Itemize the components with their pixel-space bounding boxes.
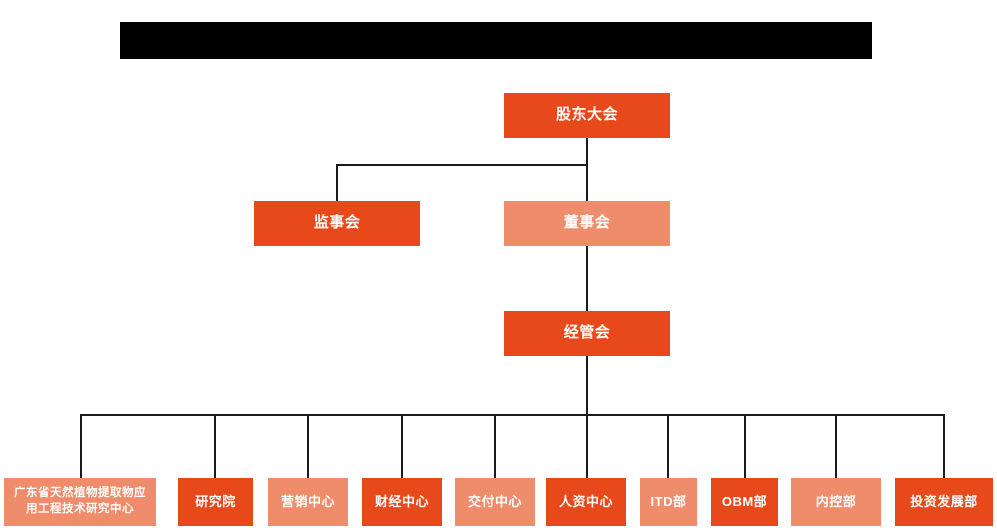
node-board-of-directors[interactable]: 董事会 (504, 201, 670, 246)
connector-department-bus (80, 414, 944, 416)
node-dept-research-institute[interactable]: 研究院 (178, 478, 253, 526)
node-dept-internal-control[interactable]: 内控部 (791, 478, 881, 526)
node-dept-hr-center[interactable]: 人资中心 (546, 478, 626, 526)
node-board-of-supervisors[interactable]: 监事会 (254, 201, 420, 246)
connector-drop-dept8 (835, 414, 837, 478)
connector-level2-bus (336, 164, 588, 166)
connector-drop-dept3 (401, 414, 403, 478)
dept0-line1: 广东省天然植物提取物应 (14, 487, 146, 500)
node-dept-research-center-text: 广东省天然植物提取物应 用工程技术研究中心 (14, 486, 146, 517)
node-dept-itd[interactable]: ITD部 (640, 478, 697, 526)
connector-drop-dept6 (667, 414, 669, 478)
connector-management-stem (586, 356, 588, 415)
node-dept-delivery-center[interactable]: 交付中心 (455, 478, 535, 526)
connector-drop-dept4 (494, 414, 496, 478)
node-dept-obm[interactable]: OBM部 (711, 478, 778, 526)
redacted-title-bar (120, 22, 872, 59)
connector-drop-supervisors (336, 164, 338, 201)
node-dept-marketing-center[interactable]: 营销中心 (268, 478, 348, 526)
connector-shareholders-stem (586, 138, 588, 166)
connector-drop-dept7 (744, 414, 746, 478)
connector-drop-dept5 (586, 414, 588, 478)
connector-drop-dept2 (307, 414, 309, 478)
node-dept-finance-center[interactable]: 财经中心 (362, 478, 442, 526)
dept0-line2: 用工程技术研究中心 (26, 503, 134, 515)
node-management-committee[interactable]: 经管会 (504, 311, 670, 356)
connector-drop-directors (586, 164, 588, 201)
connector-drop-dept0 (80, 414, 82, 478)
node-shareholders-meeting[interactable]: 股东大会 (504, 93, 670, 138)
node-dept-research-center[interactable]: 广东省天然植物提取物应 用工程技术研究中心 (4, 478, 156, 526)
connector-drop-dept9 (943, 414, 945, 478)
connector-drop-dept1 (214, 414, 216, 478)
connector-directors-to-management (586, 246, 588, 311)
node-dept-investment-development[interactable]: 投资发展部 (895, 478, 993, 526)
